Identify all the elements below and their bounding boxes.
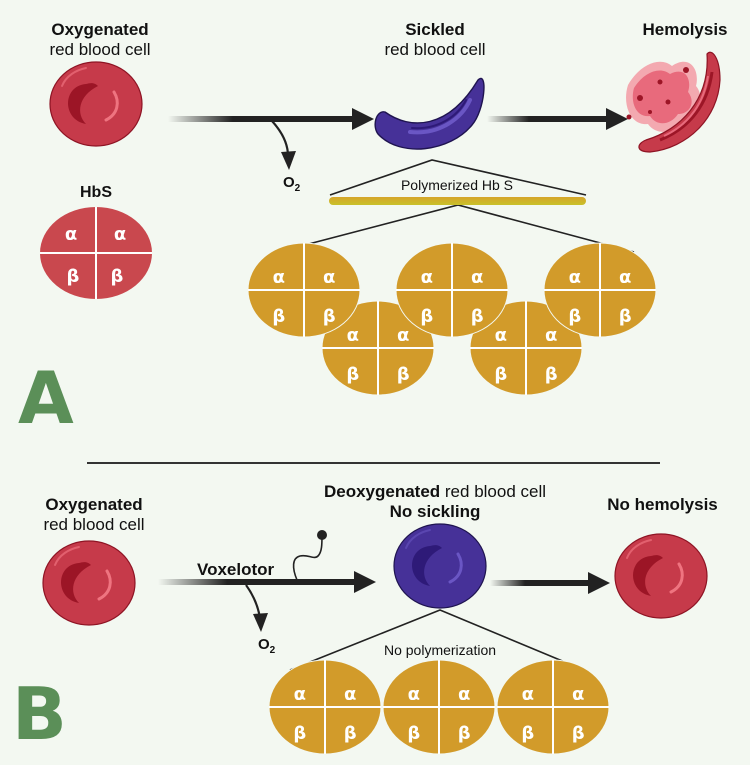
- beta-subunit: β: [397, 364, 410, 385]
- alpha-subunit: α: [545, 325, 557, 346]
- hbs-label: HbS: [80, 184, 112, 201]
- o2-release-arrow-a: [271, 120, 296, 170]
- alpha-subunit: α: [619, 267, 631, 288]
- healthy-rbc-b: [613, 532, 709, 620]
- beta-subunit: β: [420, 306, 433, 327]
- alpha-subunit: α: [471, 267, 483, 288]
- sickled-rbc: [374, 77, 485, 150]
- hbs-alpha-2: α: [114, 224, 126, 245]
- hemolysis-label: Hemolysis: [642, 20, 728, 39]
- o2-label-a: O2: [283, 174, 301, 194]
- no-hemolysis-label: No hemolysis: [607, 495, 718, 514]
- beta-subunit: β: [407, 723, 420, 744]
- beta-subunit: β: [471, 306, 484, 327]
- polymer-bar: [329, 197, 586, 205]
- o2-label-b: O2: [258, 636, 276, 656]
- voxelotor-molecule-icon: [292, 530, 327, 581]
- beta-subunit: β: [458, 723, 471, 744]
- panel-b-letter: B: [12, 672, 67, 756]
- alpha-subunit: α: [323, 267, 335, 288]
- beta-subunit: β: [568, 306, 581, 327]
- hbs-beta-2: β: [111, 266, 124, 287]
- beta-subunit: β: [346, 364, 359, 385]
- sickled-label: Sickled red blood cell: [384, 20, 486, 59]
- hemolysis-cell: [626, 51, 721, 153]
- no-polymerization-label: No polymerization: [383, 642, 497, 658]
- alpha-subunit: α: [273, 267, 285, 288]
- arrow-to-no-hemolysis: [490, 572, 610, 594]
- voxelotor-arrow: [158, 571, 376, 593]
- no-polymer-zoom-lines: [289, 609, 585, 671]
- alpha-subunit: α: [294, 684, 306, 705]
- arrow-to-sickled: [168, 108, 374, 130]
- beta-subunit: β: [619, 306, 632, 327]
- o2-release-arrow-b: [245, 584, 268, 632]
- alpha-subunit: α: [572, 684, 584, 705]
- alpha-subunit: α: [397, 325, 409, 346]
- arrow-to-hemolysis: [487, 108, 628, 130]
- beta-subunit: β: [545, 364, 558, 385]
- alpha-subunit: α: [347, 325, 359, 346]
- alpha-subunit: α: [569, 267, 581, 288]
- deoxygenated-label: Deoxygenated red blood cell No sickling: [305, 482, 565, 521]
- alpha-subunit: α: [344, 684, 356, 705]
- deoxygenated-rbc: [392, 522, 488, 610]
- no-sickling-label: No sickling: [389, 501, 481, 521]
- beta-subunit: β: [344, 723, 357, 744]
- oxygenated-rbc-a: [48, 60, 144, 148]
- alpha-subunit: α: [522, 684, 534, 705]
- beta-subunit: β: [521, 723, 534, 744]
- alpha-subunit: α: [408, 684, 420, 705]
- oxygenated-label-a: Oxygenated red blood cell: [49, 20, 151, 59]
- alpha-subunit: α: [495, 325, 507, 346]
- alpha-subunit: α: [458, 684, 470, 705]
- hbs-tetramer: α α β β: [40, 207, 152, 299]
- hbs-beta-1: β: [67, 266, 80, 287]
- beta-subunit: β: [293, 723, 306, 744]
- alpha-subunit: α: [421, 267, 433, 288]
- polymerized-hbs-label: Polymerized Hb S: [400, 177, 514, 193]
- beta-subunit: β: [272, 306, 285, 327]
- hbs-alpha-1: α: [65, 224, 77, 245]
- polymer-zoom-lines: [277, 159, 635, 253]
- beta-subunit: β: [494, 364, 507, 385]
- oxygenated-rbc-b: [41, 539, 137, 627]
- oxygenated-label-b: Oxygenated red blood cell: [43, 495, 145, 534]
- beta-subunit: β: [323, 306, 336, 327]
- panel-a-letter: A: [18, 356, 74, 440]
- voxelotor-label: Voxelotor: [197, 560, 275, 579]
- beta-subunit: β: [572, 723, 585, 744]
